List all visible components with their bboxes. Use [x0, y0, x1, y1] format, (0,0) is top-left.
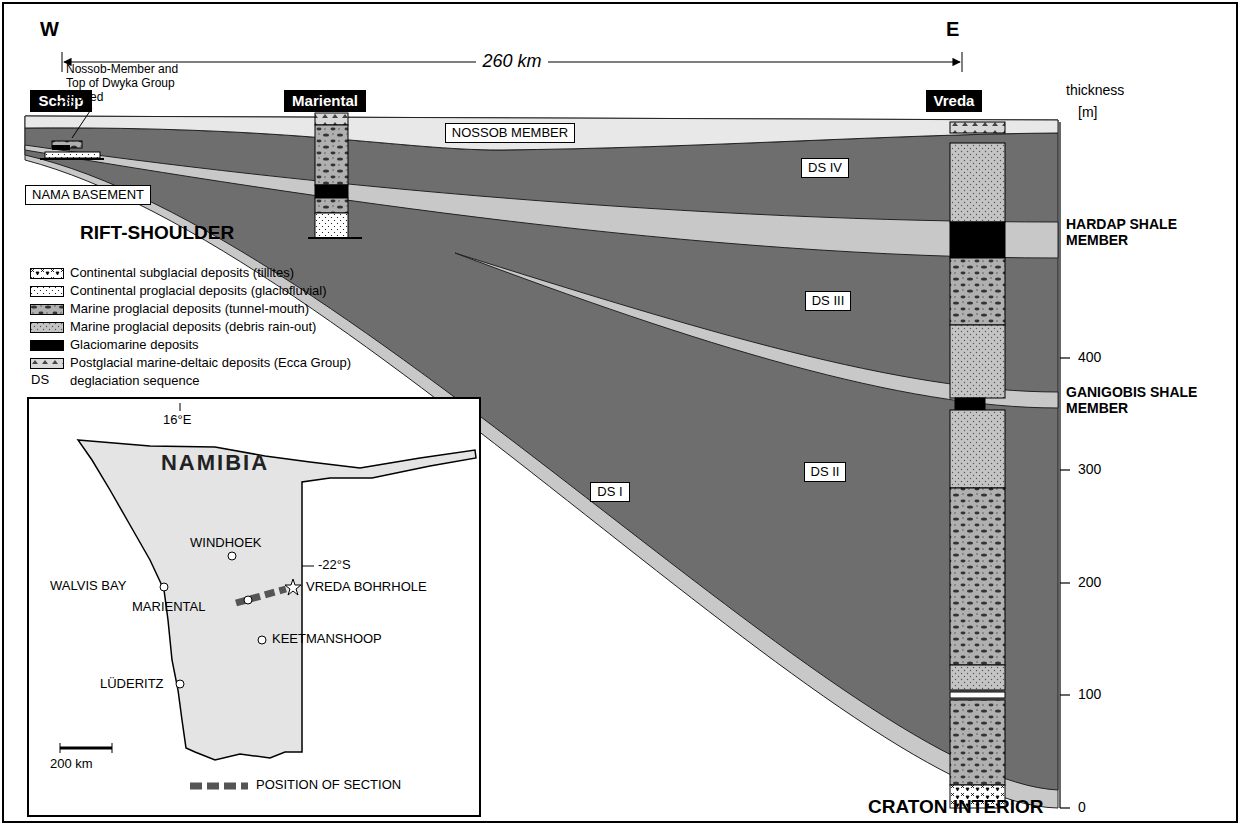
region-label: RIFT-SHOULDER	[80, 222, 234, 244]
legend-sample	[30, 304, 64, 315]
note: ???	[55, 100, 75, 114]
city-label: WALVIS BAY	[50, 579, 126, 594]
tick-label: 300	[1078, 461, 1101, 477]
node-text: Vreda	[934, 92, 975, 109]
legend-sample	[30, 322, 64, 333]
sequence-box: DS II	[804, 462, 847, 482]
sequence-box: DS I	[590, 482, 629, 502]
tick-label: 0	[1078, 799, 1086, 815]
legend-text: deglaciation sequence	[70, 374, 199, 389]
legend-text: Marine proglacial deposits (debris rain-…	[70, 320, 316, 335]
direction-label: E	[946, 18, 959, 41]
legend-text: Continental subglacial deposits (tillite…	[70, 266, 294, 281]
sequence-box: DS IV	[801, 158, 849, 178]
node-text: Mariental	[292, 92, 358, 109]
member-label: HARDAP SHALE MEMBER	[1066, 216, 1216, 248]
legend-text: Continental proglacial deposits (glaciof…	[70, 284, 327, 299]
node-text: DS II	[811, 464, 840, 479]
legend-sample	[30, 358, 64, 369]
legend-text: Postglacial marine-deltaic deposits (Ecc…	[70, 356, 351, 371]
city-label: VREDA BOHRHOLE	[306, 580, 427, 595]
node-text: DS I	[597, 484, 622, 499]
unit-box: NAMA BASEMENT	[25, 185, 151, 205]
map-legend-label: POSITION OF SECTION	[256, 778, 401, 793]
axis-unit: [m]	[1078, 104, 1097, 120]
legend-sample: DS	[31, 373, 49, 388]
legend-text: Glaciomarine deposits	[70, 338, 199, 353]
legend-sample	[30, 286, 64, 297]
node-text: NOSSOB MEMBER	[452, 125, 568, 140]
legend-text: Marine proglacial deposits (tunnel-mouth…	[70, 302, 309, 317]
unit-box: NOSSOB MEMBER	[445, 123, 575, 143]
axis-title: thickness	[1066, 82, 1124, 98]
country-label: NAMIBIA	[161, 450, 269, 475]
node-text: NAMA BASEMENT	[32, 187, 144, 202]
city-label: MARIENTAL	[132, 600, 205, 615]
city-label: WINDHOEK	[190, 536, 262, 551]
sequence-box: DS III	[805, 291, 852, 311]
node-text: DS IV	[808, 160, 842, 175]
scale-label: 200 km	[50, 757, 93, 772]
grid-label: 16°E	[163, 413, 191, 428]
tick-label: 200	[1078, 574, 1101, 590]
legend-swatch	[30, 340, 64, 351]
tick-label: 100	[1078, 686, 1101, 702]
column-header: Vreda	[926, 90, 983, 112]
tick-label: 400	[1078, 349, 1101, 365]
city-label: LÜDERITZ	[100, 677, 164, 692]
region-label: CRATON INTERIOR	[868, 796, 1044, 818]
distance-label: 260 km	[476, 51, 547, 72]
direction-label: W	[40, 18, 59, 41]
member-label: GANIGOBIS SHALE MEMBER	[1066, 384, 1216, 416]
note: Nossob-Member and Top of Dwyka Group ero…	[66, 63, 191, 104]
grid-label: -22°S	[318, 558, 351, 573]
node-text: DS III	[812, 293, 845, 308]
column-header: Mariental	[284, 90, 366, 112]
legend-sample	[30, 268, 64, 279]
city-label: KEETMANSHOOP	[272, 632, 382, 647]
